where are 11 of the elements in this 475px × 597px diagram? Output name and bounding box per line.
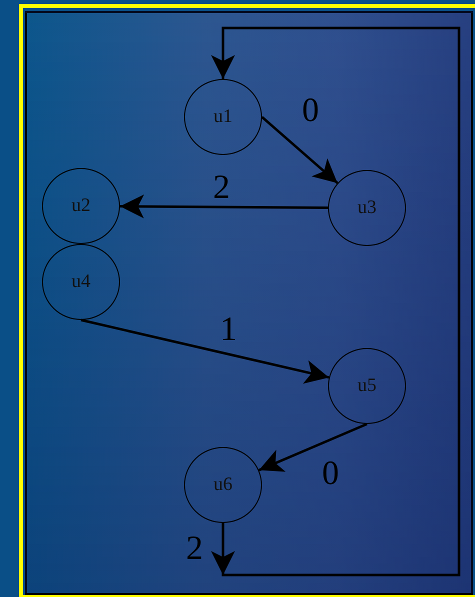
state-circle: u1 [184,79,262,155]
state-circle: u4 [42,244,120,320]
state-circle: u5 [328,348,406,424]
edge-label: 1 [220,313,237,347]
state-circle: u3 [328,170,406,246]
edge-label: 0 [302,94,319,128]
edge-label: 2 [186,532,203,566]
state-circle: u2 [42,168,120,244]
edge-label: 0 [322,457,339,491]
edge-label: 2 [213,171,230,205]
state-circle: u6 [184,447,262,523]
